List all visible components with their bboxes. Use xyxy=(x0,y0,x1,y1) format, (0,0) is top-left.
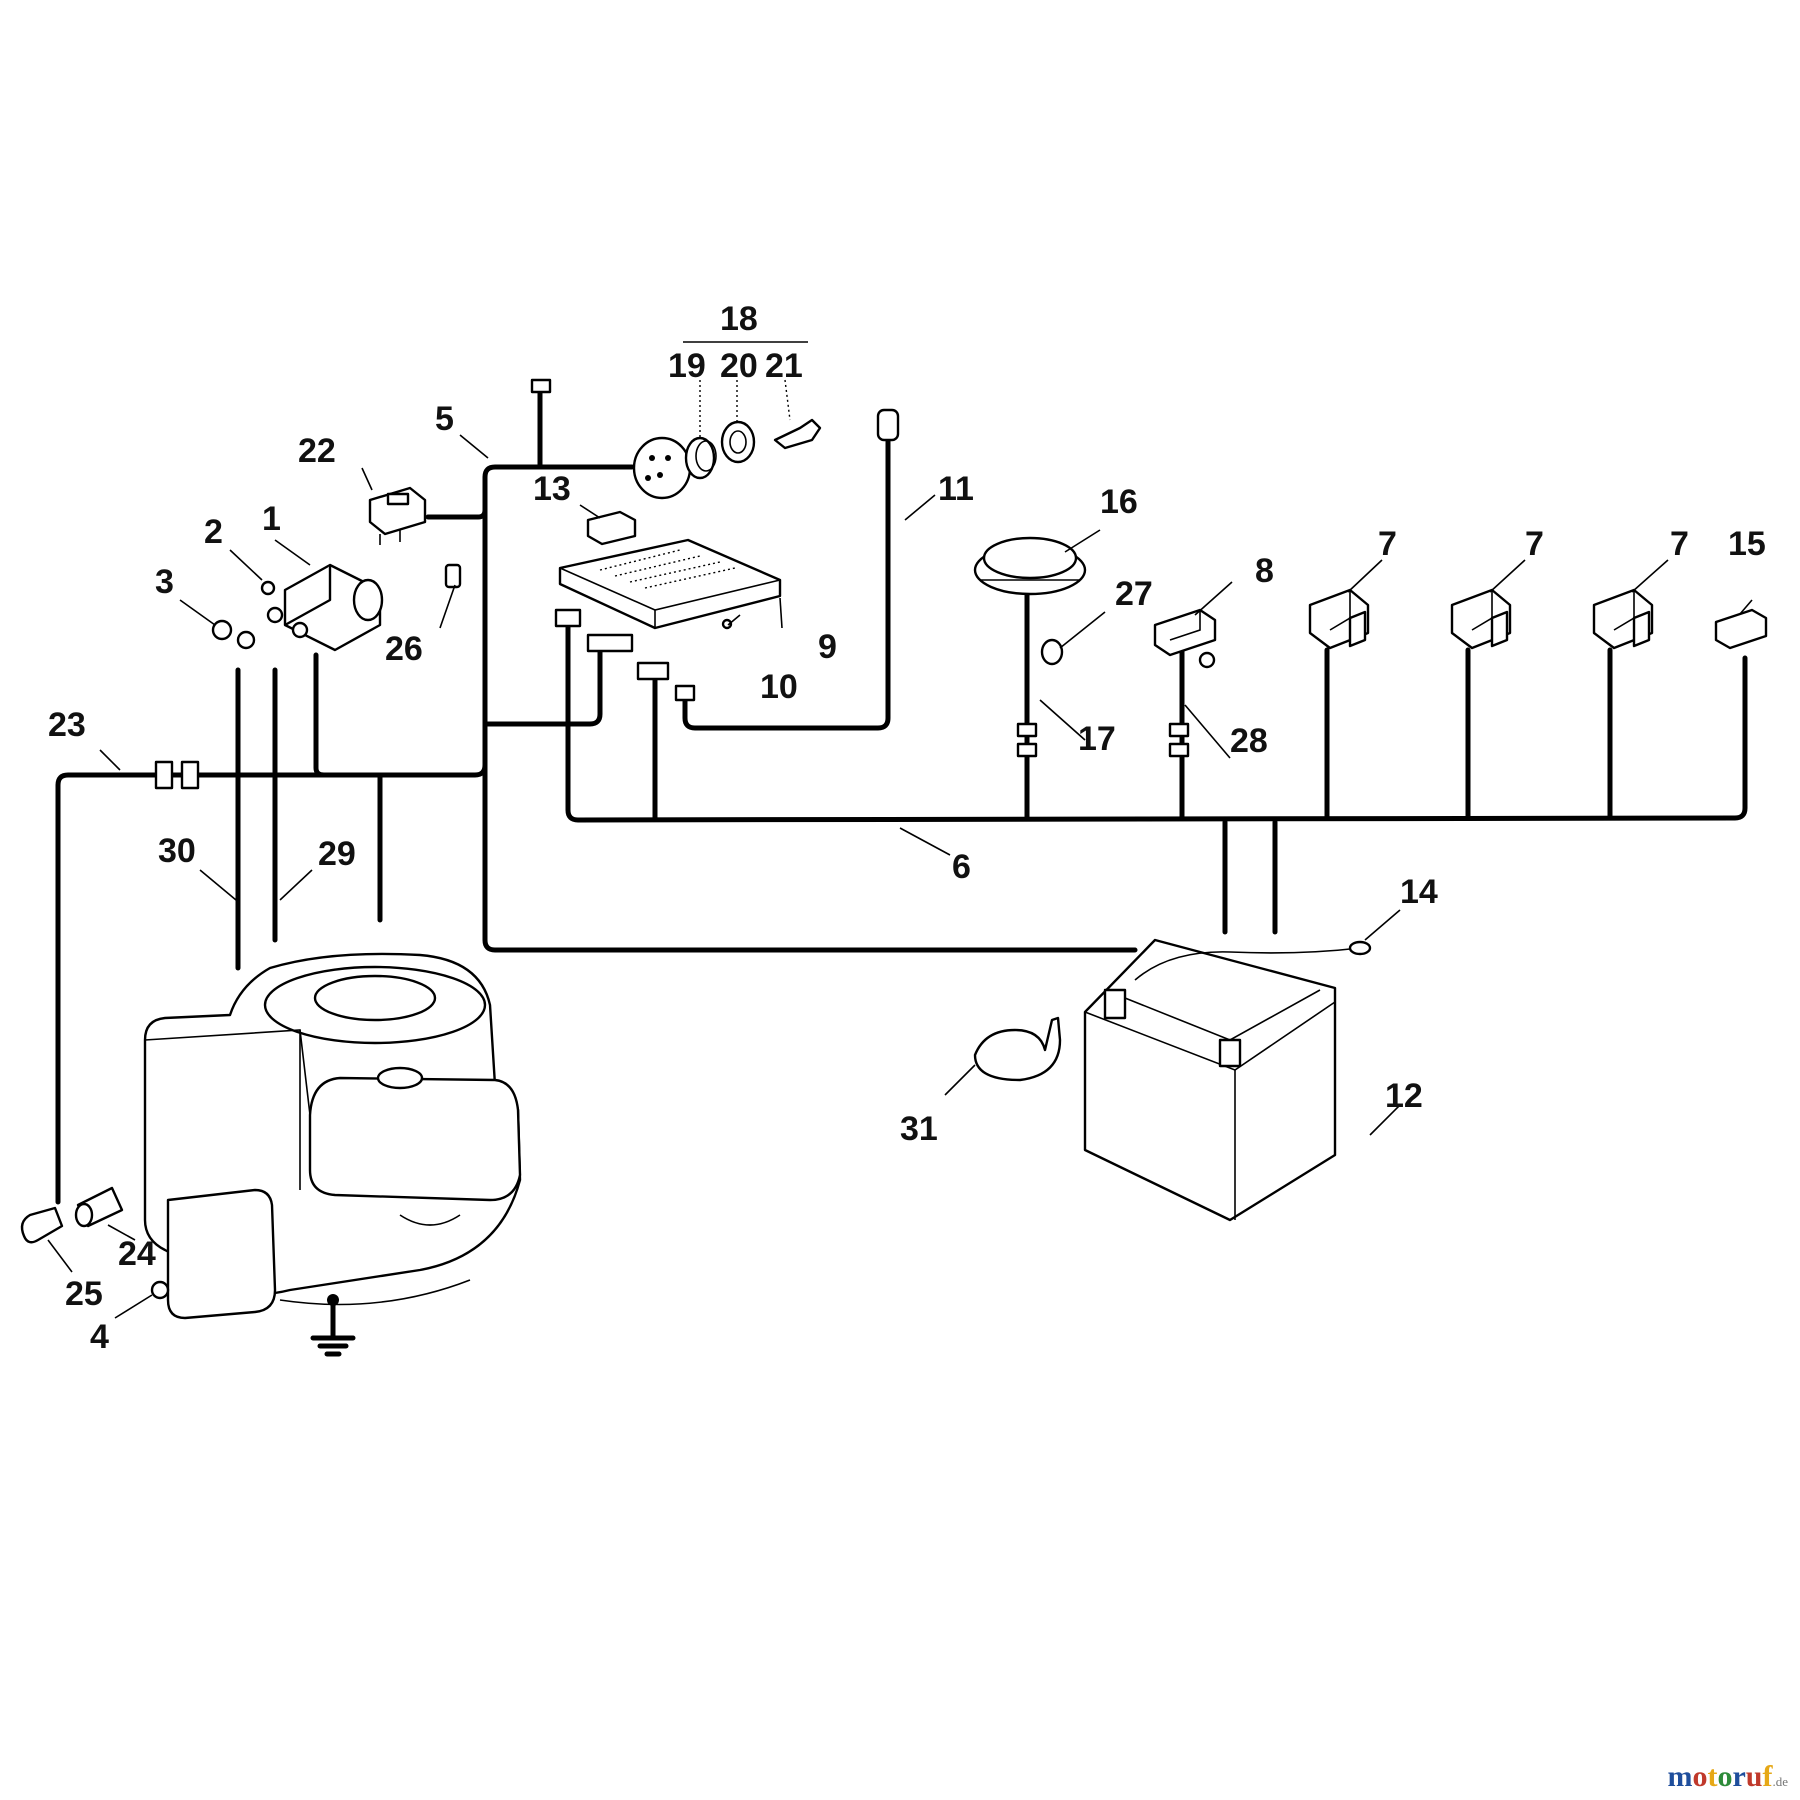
harness-connectors xyxy=(154,378,1190,790)
callout-20: 20 xyxy=(720,347,758,385)
watermark-letter: m xyxy=(1667,1760,1693,1793)
callout-18: 18 xyxy=(720,300,758,338)
safety-switch-3 xyxy=(1592,588,1654,650)
watermark-letter: f xyxy=(1762,1760,1773,1793)
terminal-boot xyxy=(973,1016,1062,1082)
starter-solenoid xyxy=(266,563,384,652)
callout-2: 2 xyxy=(204,513,223,551)
callout-11: 11 xyxy=(938,470,974,508)
clip-part xyxy=(444,563,462,589)
callout-17: 17 xyxy=(1078,720,1116,758)
watermark-suffix: .de xyxy=(1772,1774,1788,1789)
watermark-letter: o xyxy=(1692,1760,1708,1793)
callout-7a: 7 xyxy=(1378,525,1397,563)
lamp-socket xyxy=(74,1186,124,1228)
wiring-harness xyxy=(55,385,1748,1205)
callout-31: 31 xyxy=(900,1110,938,1148)
engine xyxy=(143,952,522,1320)
callout-13: 13 xyxy=(533,470,571,508)
callout-numbers: 1 2 3 4 5 6 7 7 7 8 9 10 11 12 13 14 15 … xyxy=(48,300,1766,1356)
callout-7c: 7 xyxy=(1670,525,1689,563)
callout-1: 1 xyxy=(262,500,281,538)
callout-5: 5 xyxy=(435,400,454,438)
safety-switch-2 xyxy=(1450,588,1512,650)
leader-lines xyxy=(47,341,1669,1319)
watermark-letter: t xyxy=(1707,1760,1718,1793)
watermark-letter: r xyxy=(1732,1760,1746,1793)
micro-switch xyxy=(1714,599,1768,650)
module-screw xyxy=(721,618,733,630)
battery-strap xyxy=(1134,940,1372,981)
callout-12: 12 xyxy=(1385,1077,1423,1115)
callout-4: 4 xyxy=(90,1318,109,1356)
bulb xyxy=(20,1206,64,1244)
callout-7b: 7 xyxy=(1525,525,1544,563)
motoruf-watermark: motoruf.de xyxy=(1667,1760,1788,1794)
ignition-nut xyxy=(720,420,756,464)
callout-8: 8 xyxy=(1255,552,1274,590)
callout-29: 29 xyxy=(318,835,356,873)
callout-27: 27 xyxy=(1115,575,1153,613)
relay-part xyxy=(586,510,637,546)
callout-22: 22 xyxy=(298,432,336,470)
callout-3: 3 xyxy=(155,563,174,601)
callout-9: 9 xyxy=(818,628,837,666)
small-clip xyxy=(1040,638,1064,666)
callout-25: 25 xyxy=(65,1275,103,1313)
switch-part-8 xyxy=(1153,608,1217,669)
callout-14: 14 xyxy=(1400,873,1438,911)
callout-19: 19 xyxy=(668,347,706,385)
nut-part-4 xyxy=(150,1280,170,1300)
ignition-spring xyxy=(684,436,717,480)
callout-6: 6 xyxy=(952,848,971,886)
callout-28: 28 xyxy=(1230,722,1268,760)
nuts-part xyxy=(211,619,256,650)
screw-part xyxy=(260,580,276,596)
callout-26: 26 xyxy=(385,630,423,668)
watermark-letter: u xyxy=(1745,1760,1763,1793)
ignition-key xyxy=(773,418,822,450)
buzzer-part xyxy=(973,536,1087,596)
callout-21: 21 xyxy=(765,347,803,385)
watermark-letter: o xyxy=(1717,1760,1733,1793)
callout-10: 10 xyxy=(760,668,798,706)
rocker-switch xyxy=(368,486,427,545)
sensor-part xyxy=(876,408,900,442)
ignition-switch xyxy=(632,436,692,500)
battery xyxy=(1083,938,1337,1222)
ground-symbol xyxy=(310,1294,356,1357)
callout-16: 16 xyxy=(1100,483,1138,521)
callout-15: 15 xyxy=(1728,525,1766,563)
callout-24: 24 xyxy=(118,1235,156,1273)
control-module xyxy=(558,538,782,630)
safety-switch-1 xyxy=(1308,588,1370,650)
callout-30: 30 xyxy=(158,832,196,870)
callout-23: 23 xyxy=(48,706,86,744)
watermark-brand: motoruf xyxy=(1667,1760,1772,1793)
